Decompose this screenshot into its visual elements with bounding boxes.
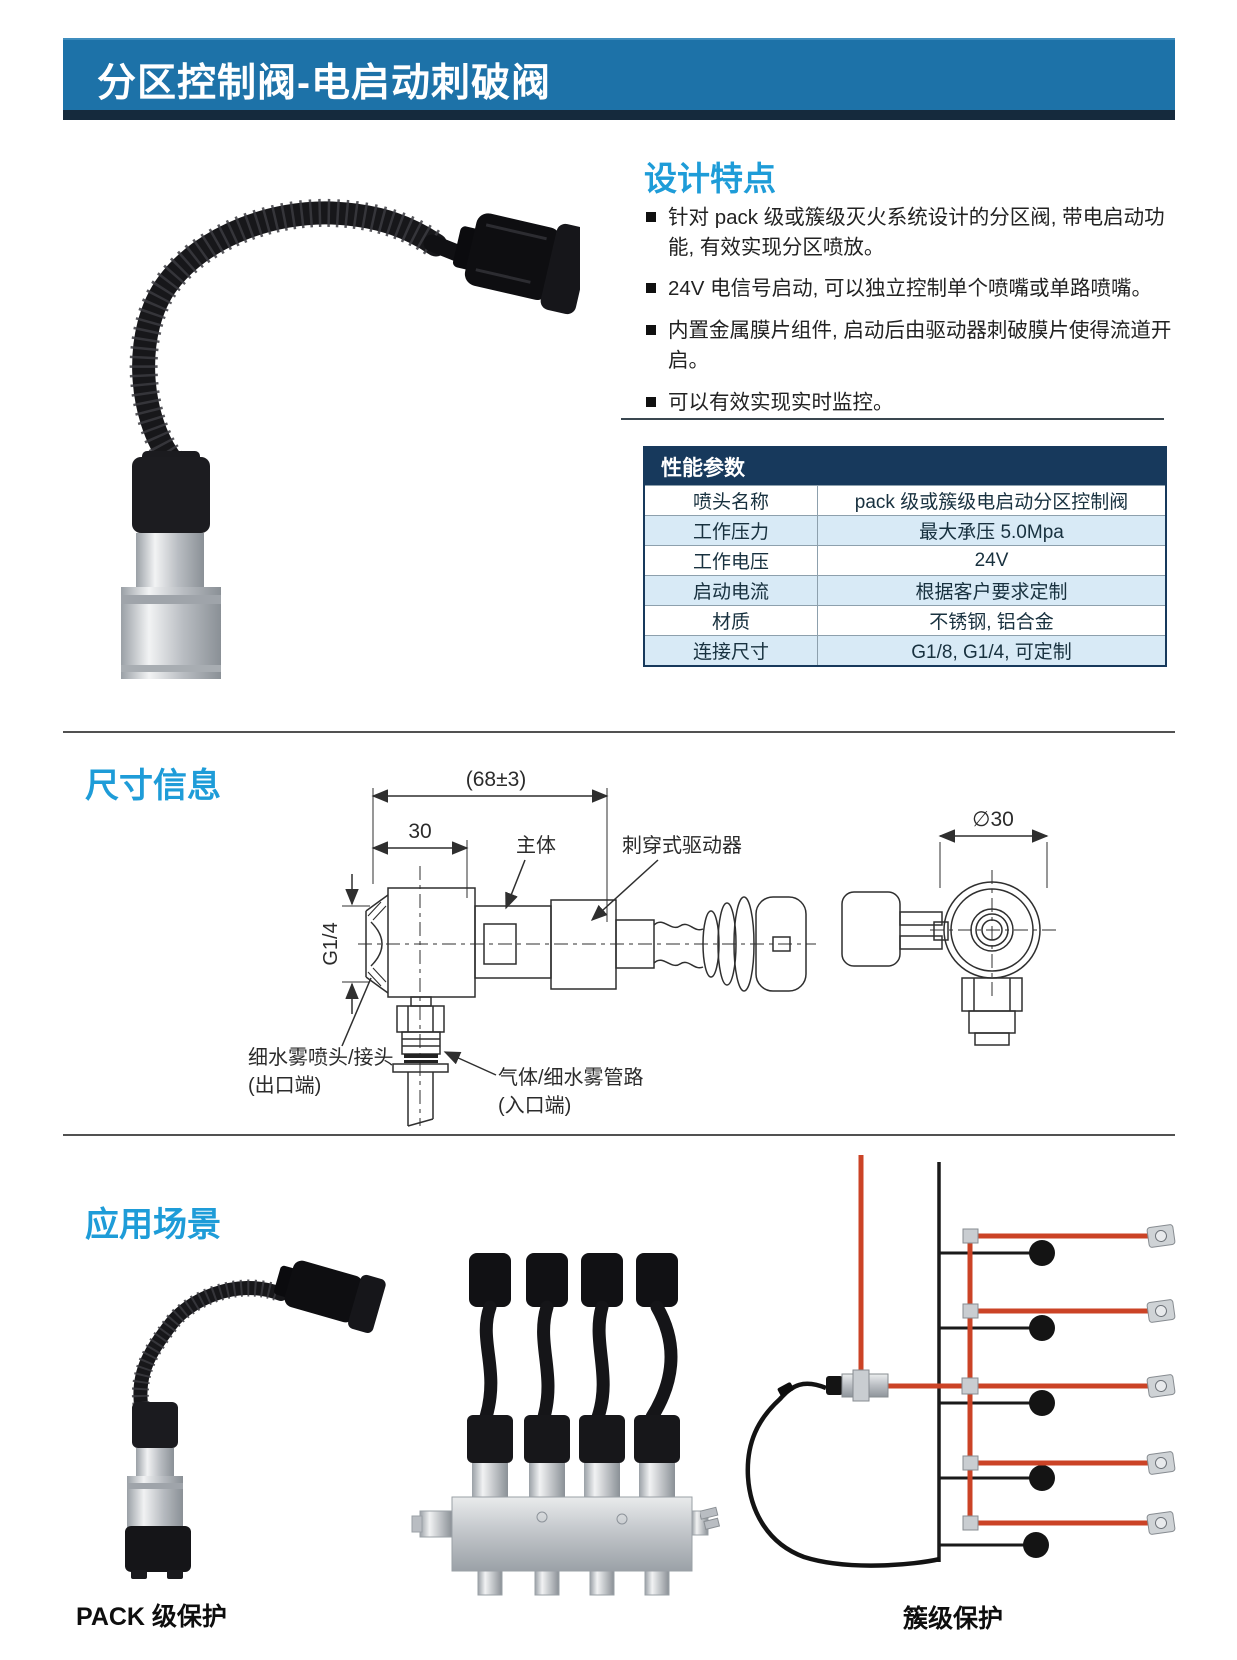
feature-text: 针对 pack 级或簇级灭火系统设计的分区阀, 带电启动功能, 有效实现分区喷放… <box>668 206 1165 259</box>
valve-unit <box>579 1253 625 1499</box>
row-value: 不锈钢, 铝合金 <box>929 612 1054 633</box>
dimension-drawing: (68±3) 30 G1/4 主体 刺穿式驱动器 细水雾喷头/接头 (出口端) … <box>248 768 1056 1127</box>
row-value: G1/8, G1/4, 可定制 <box>911 642 1072 663</box>
outlet-sub-label: (出口端) <box>248 1074 321 1097</box>
table-row: 工作电压 24V <box>645 545 1165 575</box>
bullet-square-icon <box>646 283 656 294</box>
row-value: 24V <box>974 549 1009 571</box>
red-pipes <box>858 1155 1150 1526</box>
electrical-connector <box>452 213 580 315</box>
feature-text: 24V 电信号启动, 可以独立控制单个喷嘴或单路喷嘴。 <box>668 277 1153 301</box>
corrugated-cable <box>131 1279 288 1411</box>
valve-body <box>125 1402 191 1579</box>
valve-unit <box>634 1253 680 1499</box>
spray-nozzles <box>1146 1224 1176 1535</box>
feature-item: 24V 电信号启动, 可以独立控制单个喷嘴或单路喷嘴。 <box>644 274 1174 304</box>
product-photo <box>121 198 580 679</box>
trunk-pipe <box>937 1162 1030 1562</box>
parameters-table-title: 性能参数 <box>645 448 1165 485</box>
spare-fitting <box>700 1506 721 1530</box>
row-label: 连接尺寸 <box>645 636 818 665</box>
banner-shadow-strip <box>63 110 1175 120</box>
valve-unit <box>524 1253 570 1499</box>
table-row: 喷头名称 pack 级或簇级电启动分区控制阀 <box>645 485 1165 515</box>
row-label: 喷头名称 <box>645 486 818 515</box>
electrical-connector <box>274 1260 386 1334</box>
page-banner: 分区控制阀-电启动刺破阀 <box>63 38 1175 110</box>
feature-item: 针对 pack 级或簇级灭火系统设计的分区阀, 带电启动功能, 有效实现分区喷放… <box>644 203 1174 262</box>
dimensions-title: 尺寸信息 <box>85 767 221 805</box>
feature-text: 内置金属膜片组件, 启动后由驱动器刺破膜片使得流道开启。 <box>668 319 1172 372</box>
main-body-label: 主体 <box>516 834 556 857</box>
damper-dots <box>1023 1240 1055 1558</box>
caption-cluster: 簇级保护 <box>903 1605 1004 1633</box>
section-divider <box>63 731 1175 733</box>
caption-pack: PACK 级保护 <box>76 1603 227 1631</box>
zone-valve <box>745 1369 941 1568</box>
pipe-fittings <box>961 1228 979 1531</box>
app-schematic-cluster <box>700 1155 1176 1568</box>
table-row: 工作压力 最大承压 5.0Mpa <box>645 515 1165 545</box>
page-title: 分区控制阀-电启动刺破阀 <box>97 62 551 105</box>
app-photo-manifold <box>411 1253 709 1596</box>
feature-item: 可以有效实现实时监控。 <box>644 388 1174 418</box>
manifold-block <box>411 1496 709 1596</box>
row-label: 工作电压 <box>645 546 818 575</box>
row-value: pack 级或簇级电启动分区控制阀 <box>854 492 1129 513</box>
outlet-label: 细水雾喷头/接头 <box>248 1046 394 1069</box>
inlet-label: 气体/细水雾管路 <box>498 1066 644 1089</box>
dim-30-label: 30 <box>408 820 431 843</box>
corrugated-cable <box>129 198 448 473</box>
valve-unit <box>467 1253 513 1499</box>
row-label: 材质 <box>645 606 818 635</box>
valve-body <box>121 451 221 679</box>
row-value: 根据客户要求定制 <box>915 582 1068 603</box>
dim-diameter-label: ∅30 <box>972 808 1014 831</box>
row-value: 最大承压 5.0Mpa <box>919 522 1064 543</box>
feature-item: 内置金属膜片组件, 启动后由驱动器刺破膜片使得流道开启。 <box>644 316 1174 375</box>
applications-title: 应用场景 <box>85 1206 221 1244</box>
design-features-title: 设计特点 <box>644 160 776 197</box>
row-label: 工作压力 <box>645 516 818 545</box>
table-row: 连接尺寸 G1/8, G1/4, 可定制 <box>645 635 1165 665</box>
section-divider <box>63 1134 1175 1136</box>
app-photo-pack <box>125 1260 386 1579</box>
thread-size-label: G1/4 <box>320 922 342 965</box>
feature-text: 可以有效实现实时监控。 <box>668 390 894 414</box>
row-label: 启动电流 <box>645 576 818 605</box>
bullet-square-icon <box>646 396 656 407</box>
parameters-table: 性能参数 喷头名称 pack 级或簇级电启动分区控制阀 工作压力 最大承压 5.… <box>643 446 1167 667</box>
inlet-sub-label: (入口端) <box>498 1094 571 1117</box>
table-row: 启动电流 根据客户要求定制 <box>645 575 1165 605</box>
design-features-list: 针对 pack 级或簇级灭火系统设计的分区阀, 带电启动功能, 有效实现分区喷放… <box>644 203 1174 429</box>
table-top-rule <box>621 418 1164 420</box>
dim-overall-label: (68±3) <box>466 768 527 791</box>
bullet-square-icon <box>646 325 656 336</box>
bullet-square-icon <box>646 212 656 222</box>
table-row: 材质 不锈钢, 铝合金 <box>645 605 1165 635</box>
piercing-actuator-label: 刺穿式驱动器 <box>622 834 742 857</box>
